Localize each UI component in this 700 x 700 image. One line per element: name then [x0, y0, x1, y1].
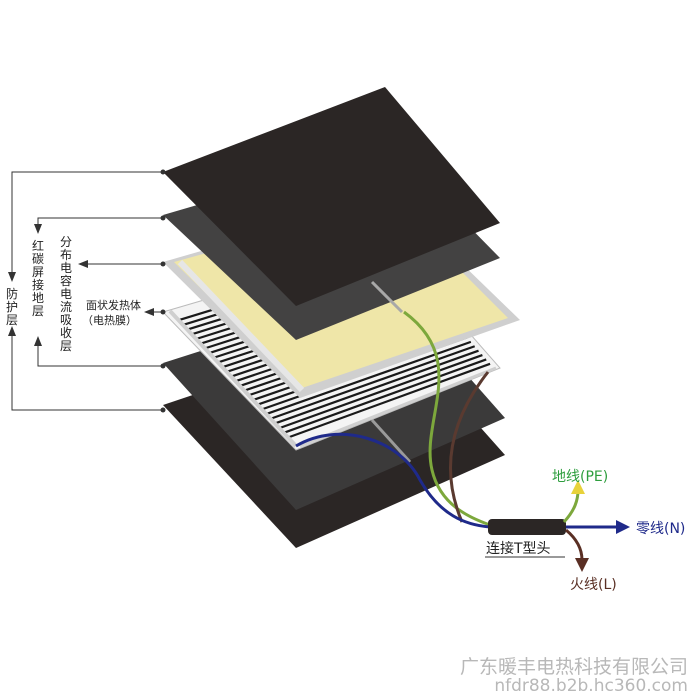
live-branch [565, 528, 584, 561]
ground-wire [403, 310, 491, 527]
heating-stripe [287, 362, 491, 439]
heating-stripe [274, 349, 479, 425]
connector-label: 连接T型头 [486, 541, 551, 557]
heating-stripe [269, 345, 476, 420]
neutral-wire-cable [295, 432, 491, 529]
heating-stripe [283, 358, 487, 434]
lower-shield-strip [370, 418, 412, 464]
upper-shield-strip [370, 280, 404, 314]
live-wire-label: 火线(L) [570, 577, 617, 593]
t-connector [488, 519, 566, 535]
heating-film-bus-left [168, 309, 298, 448]
carbon-shield-layer-label: 红碳屏接地层 [31, 239, 44, 318]
heating-film-label-line2: （电热膜） [82, 314, 137, 327]
protection-layer-label: 防护层 [5, 287, 18, 327]
heating-stripe [278, 354, 483, 430]
ground-arrow-icon [571, 480, 585, 494]
heating-film-label-line1: 面状发热体 [86, 299, 141, 312]
capacitance-edge-strip [177, 259, 305, 393]
company-name: 广东暖丰电热科技有限公司 [459, 656, 688, 678]
ground-wire-label: 地线(PE) [552, 469, 609, 485]
live-wire-cable [449, 371, 490, 523]
callout-dots [160, 169, 166, 413]
neutral-wire-label: 零线(N) [636, 521, 686, 537]
ground-branch [562, 489, 580, 524]
top-protection-layer [163, 87, 500, 306]
capacitance-layer-label: 分布电容电流吸收层 [59, 235, 72, 353]
site-url: nfdr88.b2b.hc360.com [494, 676, 688, 696]
callout-arrowheads [8, 224, 154, 346]
neutral-arrow-icon [616, 520, 630, 534]
heating-film-bus-right [299, 366, 497, 448]
live-arrow-icon [575, 558, 589, 572]
